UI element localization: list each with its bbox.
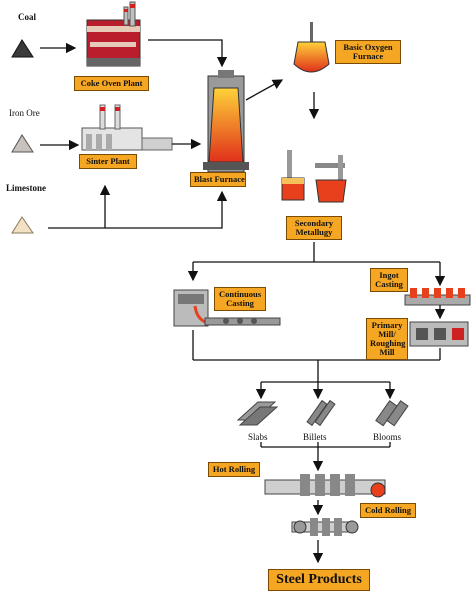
ingot-casting-icon bbox=[404, 288, 471, 306]
coal-pile-icon bbox=[11, 39, 34, 58]
iron-ore-label: Iron Ore bbox=[9, 108, 40, 118]
secondary-line-2: Metallugy bbox=[295, 227, 333, 237]
flow-arrows bbox=[40, 39, 446, 564]
primary-line-3: Roughing bbox=[370, 338, 406, 348]
primary-mill-icon bbox=[409, 321, 469, 347]
basic-oxygen-furnace-icon bbox=[293, 22, 330, 73]
billets-icon bbox=[306, 399, 336, 427]
slabs-icon bbox=[236, 401, 279, 426]
blooms-icon bbox=[375, 400, 409, 427]
blooms-label: Blooms bbox=[373, 432, 402, 442]
arrow-blast-furnace-to-bof bbox=[245, 79, 284, 101]
steel-products-box: Steel Products bbox=[268, 569, 370, 591]
hot-rolling-box: Hot Rolling bbox=[208, 462, 260, 477]
coke-oven-plant-box: Coke Oven Plant bbox=[74, 76, 149, 91]
blast-furnace-box: Blast Furnace bbox=[190, 172, 246, 187]
secondary-metallurgy-icon bbox=[281, 150, 347, 203]
coal-label: Coal bbox=[18, 12, 36, 22]
ingot-line-1: Ingot bbox=[379, 270, 399, 280]
blast-furnace-icon bbox=[203, 70, 249, 173]
slabs-label: Slabs bbox=[248, 432, 268, 442]
hot-rolling-mill-icon bbox=[264, 474, 386, 498]
billets-label: Billets bbox=[303, 432, 327, 442]
limestone-label: Limestone bbox=[6, 183, 46, 193]
coke-oven-plant-icon bbox=[86, 1, 141, 67]
basic-oxygen-furnace-box: Basic Oxygen Furnace bbox=[335, 40, 401, 64]
primary-mill-box: Primary Mill/ Roughing Mill bbox=[366, 318, 408, 360]
continuous-casting-box: Continuous Casting bbox=[214, 287, 266, 311]
bof-line-2: Furnace bbox=[352, 51, 384, 61]
ingot-line-2: Casting bbox=[375, 279, 403, 289]
limestone-pile-icon bbox=[11, 216, 34, 234]
ingot-casting-box: Ingot Casting bbox=[370, 268, 408, 292]
sinter-plant-box: Sinter Plant bbox=[79, 154, 137, 169]
line-limestone bbox=[48, 190, 228, 229]
continuous-line-1: Continuous bbox=[218, 289, 262, 299]
cold-rolling-box: Cold Rolling bbox=[360, 503, 416, 518]
continuous-casting-icon bbox=[173, 289, 281, 327]
iron-ore-pile-icon bbox=[11, 134, 34, 153]
primary-line-1: Primary bbox=[371, 320, 403, 330]
secondary-line-1: Secondary bbox=[294, 218, 334, 228]
secondary-metallurgy-box: Secondary Metallugy bbox=[286, 216, 342, 240]
cold-rolling-mill-icon bbox=[291, 518, 359, 536]
bof-line-1: Basic Oxygen bbox=[343, 42, 393, 52]
primary-line-4: Mill bbox=[379, 347, 395, 357]
continuous-line-2: Casting bbox=[226, 298, 254, 308]
sinter-plant-icon bbox=[81, 104, 173, 151]
primary-line-2: Mill/ bbox=[378, 329, 396, 339]
arrow-coke-to-blast-furnace bbox=[148, 39, 228, 68]
